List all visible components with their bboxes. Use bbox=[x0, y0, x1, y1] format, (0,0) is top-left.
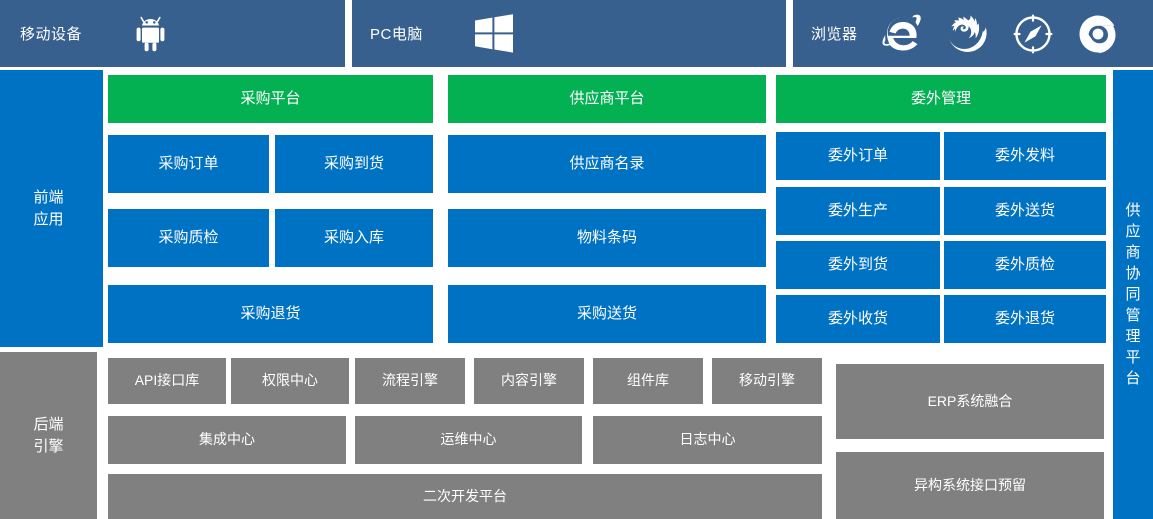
section-header-outsourcing[interactable]: 委外管理 bbox=[776, 75, 1106, 123]
accent-strip-frontend bbox=[97, 70, 103, 347]
tile-permission-center[interactable]: 权限中心 bbox=[231, 358, 349, 404]
tile-supplier-directory[interactable]: 供应商名录 bbox=[448, 135, 766, 193]
section-header-supplier[interactable]: 供应商平台 bbox=[448, 75, 766, 123]
rail-backend-engine: 后端 引擎 bbox=[0, 352, 97, 519]
device-segment-browser[interactable]: 浏览器 bbox=[793, 0, 1153, 67]
tile-outsource-production[interactable]: 委外生产 bbox=[776, 187, 940, 235]
tile-purchase-arrival[interactable]: 采购到货 bbox=[275, 135, 433, 193]
tile-purchase-inspection[interactable]: 采购质检 bbox=[108, 209, 269, 267]
tile-content-engine[interactable]: 内容引擎 bbox=[474, 358, 584, 404]
browser-icon-group bbox=[880, 11, 1121, 57]
tile-outsource-return[interactable]: 委外退货 bbox=[944, 295, 1106, 343]
tile-process-engine[interactable]: 流程引擎 bbox=[355, 358, 465, 404]
tile-purchase-return[interactable]: 采购退货 bbox=[108, 285, 433, 343]
tile-erp-integration[interactable]: ERP系统融合 bbox=[836, 364, 1104, 439]
tile-operations-center[interactable]: 运维中心 bbox=[355, 416, 582, 464]
windows-icon bbox=[473, 13, 515, 55]
tile-secondary-development-platform[interactable]: 二次开发平台 bbox=[108, 474, 822, 519]
tile-outsource-delivery[interactable]: 委外送货 bbox=[944, 187, 1106, 235]
rail-supplier-platform-label: 供应商协同管理平台 bbox=[1125, 202, 1141, 387]
tile-component-library[interactable]: 组件库 bbox=[593, 358, 703, 404]
rail-supplier-platform: 供应商协同管理平台 bbox=[1113, 70, 1153, 519]
rail-backend-label: 后端 引擎 bbox=[33, 415, 64, 455]
rail-frontend-label: 前端 应用 bbox=[33, 188, 64, 228]
android-icon bbox=[134, 14, 170, 54]
tile-purchase-warehousing[interactable]: 采购入库 bbox=[275, 209, 433, 267]
rail-frontend-applications: 前端 应用 bbox=[0, 70, 97, 347]
tile-outsource-material-issue[interactable]: 委外发料 bbox=[944, 132, 1106, 180]
tile-log-center[interactable]: 日志中心 bbox=[593, 416, 822, 464]
device-segment-pc[interactable]: PC电脑 bbox=[352, 0, 786, 67]
section-header-purchasing[interactable]: 采购平台 bbox=[108, 75, 433, 123]
tile-purchase-delivery[interactable]: 采购送货 bbox=[448, 285, 766, 343]
tile-material-barcode[interactable]: 物料条码 bbox=[448, 209, 766, 267]
internet-explorer-icon bbox=[880, 11, 926, 57]
tile-outsource-order[interactable]: 委外订单 bbox=[776, 132, 940, 180]
tile-integration-center[interactable]: 集成中心 bbox=[108, 416, 346, 464]
device-segment-label-pc: PC电脑 bbox=[370, 26, 423, 43]
tile-purchase-order[interactable]: 采购订单 bbox=[108, 135, 269, 193]
tile-outsource-receiving[interactable]: 委外收货 bbox=[776, 295, 940, 343]
device-segment-mobile[interactable]: 移动设备 bbox=[0, 0, 345, 67]
tile-heterogeneous-interface-reserve[interactable]: 异构系统接口预留 bbox=[836, 452, 1104, 519]
device-segment-label-browser: 浏览器 bbox=[811, 26, 858, 43]
tile-mobile-engine[interactable]: 移动引擎 bbox=[712, 358, 822, 404]
tile-outsource-arrival[interactable]: 委外到货 bbox=[776, 241, 940, 289]
device-segment-label-mobile: 移动设备 bbox=[20, 26, 83, 43]
firefox-icon bbox=[945, 11, 991, 57]
device-access-bar: 移动设备 bbox=[0, 0, 1153, 67]
tile-outsource-inspection[interactable]: 委外质检 bbox=[944, 241, 1106, 289]
tile-api-library[interactable]: API接口库 bbox=[108, 358, 226, 404]
safari-icon bbox=[1010, 11, 1056, 57]
chrome-icon bbox=[1075, 11, 1121, 57]
